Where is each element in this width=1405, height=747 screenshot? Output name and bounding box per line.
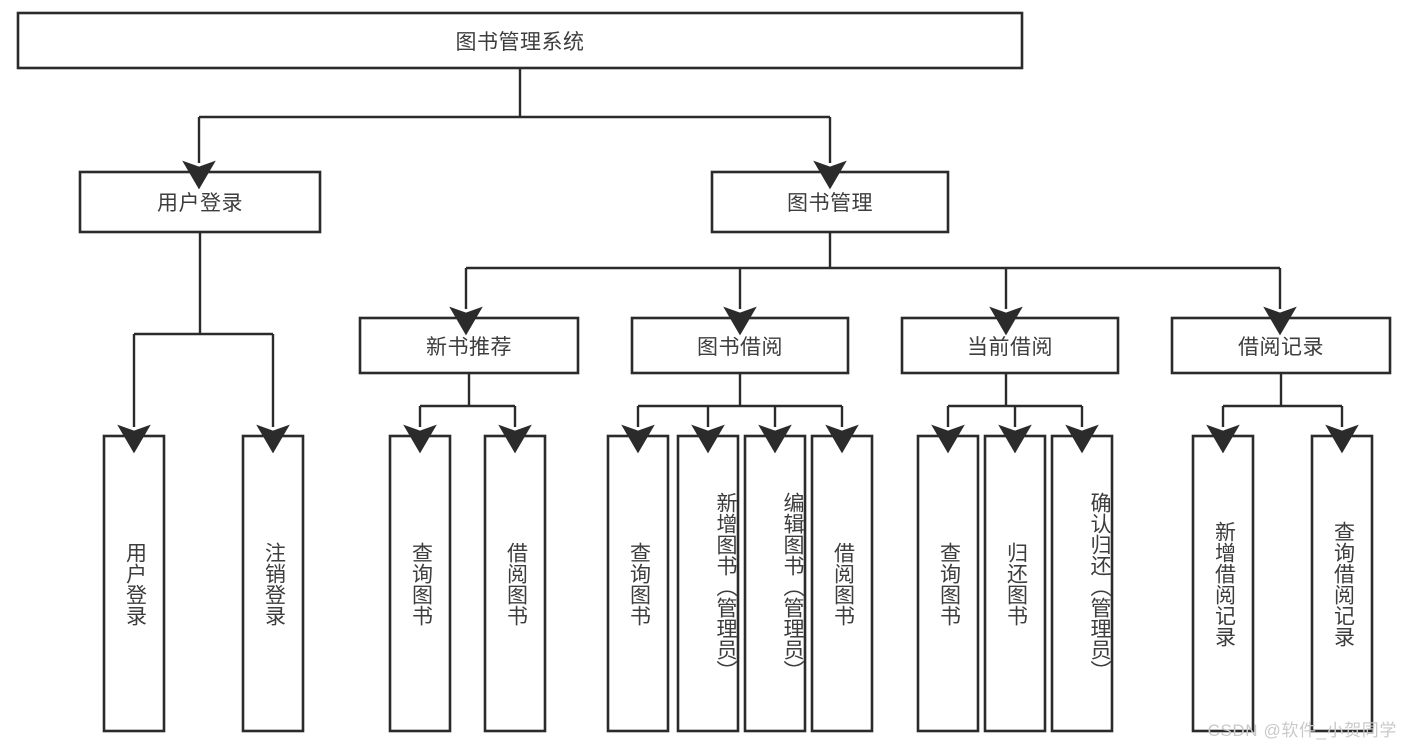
connector-borrow-to-leaves xyxy=(621,373,859,454)
node-box-book-borrow[interactable] xyxy=(630,316,850,375)
node-box-leaf-10[interactable] xyxy=(1050,434,1114,733)
node-box-leaf-11[interactable] xyxy=(1191,434,1255,733)
node-box-user-login[interactable] xyxy=(78,170,322,234)
node-box-book-management[interactable] xyxy=(710,170,950,234)
node-box-leaf-3[interactable] xyxy=(483,434,547,733)
node-box-new-book-recommend[interactable] xyxy=(358,316,580,375)
node-box-leaf-8[interactable] xyxy=(916,434,980,733)
node-box-borrow-record[interactable] xyxy=(1170,316,1392,375)
node-box-leaf-7[interactable] xyxy=(810,434,874,733)
node-box-leaf-4[interactable] xyxy=(606,434,670,733)
node-box-root[interactable] xyxy=(16,11,1024,70)
node-box-leaf-6[interactable] xyxy=(743,434,807,733)
node-box-leaf-2[interactable] xyxy=(388,434,452,733)
connector-bookmgmt-to-level3 xyxy=(449,232,1297,336)
node-box-current-borrow[interactable] xyxy=(900,316,1120,375)
connector-userlogin-to-leaves xyxy=(117,232,290,454)
watermark-text: CSDN @软件_小贺同学 xyxy=(1207,721,1397,740)
connector-record-to-leaves xyxy=(1206,373,1359,454)
node-box-leaf-0[interactable] xyxy=(102,434,166,733)
node-box-leaf-1[interactable] xyxy=(241,434,305,733)
connector-current-to-leaves xyxy=(931,373,1099,454)
node-box-leaf-5[interactable] xyxy=(676,434,740,733)
connector-newbook-to-leaves xyxy=(403,373,532,454)
node-box-leaf-9[interactable] xyxy=(983,434,1047,733)
connector-root-to-level2 xyxy=(182,68,847,190)
node-box-leaf-12[interactable] xyxy=(1310,434,1374,733)
